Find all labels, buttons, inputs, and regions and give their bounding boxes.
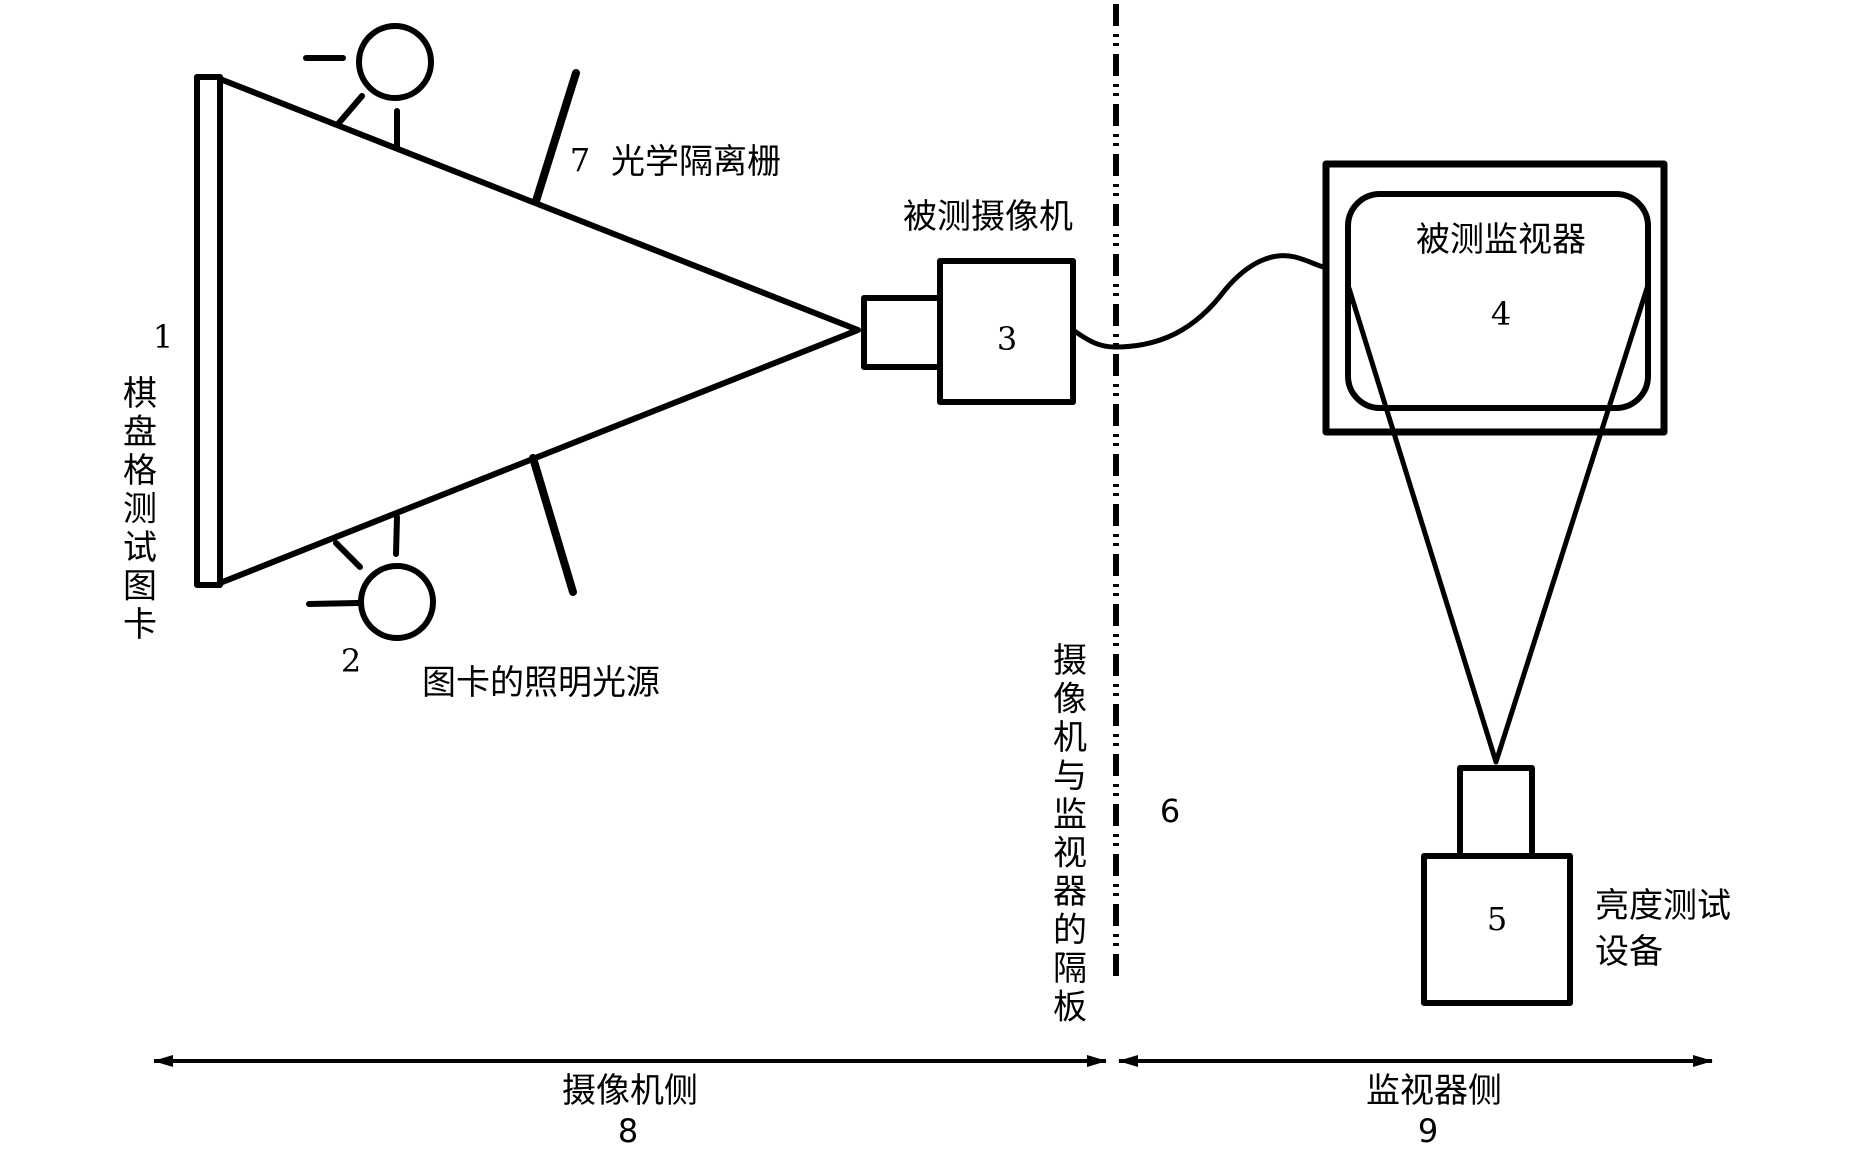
vertical-label-char: 格 <box>123 451 157 491</box>
camera-side-number: 8 <box>618 1112 638 1150</box>
vertical-label-char: 板 <box>1053 988 1087 1028</box>
vertical-label-char: 监 <box>1053 795 1087 835</box>
vertical-label-char: 视 <box>1053 834 1087 874</box>
camera-lens <box>861 295 943 370</box>
vertical-label-char: 测 <box>123 490 157 530</box>
vertical-label-char: 图 <box>123 567 157 607</box>
luminance-device-label-line2: 设备 <box>1595 932 1663 972</box>
monitor-screen <box>1345 191 1651 411</box>
camera-under-test <box>861 258 1076 405</box>
optical-barrier-number: 7 <box>570 141 590 179</box>
camera-number: 3 <box>997 320 1017 358</box>
vertical-label-char: 试 <box>123 528 157 568</box>
video-cable <box>1070 253 1327 350</box>
monitor-number: 4 <box>1491 295 1511 333</box>
vertical-label-char: 棋 <box>123 374 157 414</box>
test-chart-number: 1 <box>153 318 173 356</box>
luminance-device-label-line1: 亮度测试 <box>1595 886 1731 926</box>
optical-barrier-label: 光学隔离栅 <box>611 142 781 182</box>
luminance-measurement-field <box>1345 282 1651 765</box>
camera-side-label: 摄像机侧 <box>562 1071 698 1111</box>
vertical-label-char: 卡 <box>123 605 157 645</box>
camera-field-of-view <box>217 76 861 586</box>
optical-barrier <box>529 69 580 596</box>
monitor-label: 被测监视器 <box>1416 220 1586 260</box>
vertical-label-char: 与 <box>1053 757 1087 797</box>
vertical-label-char: 的 <box>1053 911 1087 951</box>
monitor-side-number: 9 <box>1418 1112 1438 1150</box>
camera-label: 被测摄像机 <box>903 197 1073 237</box>
luminance-test-device <box>1421 765 1573 1006</box>
vertical-label-char: 隔 <box>1053 949 1087 989</box>
light-source-label: 图卡的照明光源 <box>422 663 660 703</box>
lower-light-source-icon <box>306 514 436 641</box>
monitor-under-test <box>1322 160 1668 436</box>
vertical-label-char: 器 <box>1053 872 1087 912</box>
luminance-body <box>1421 853 1573 1006</box>
vertical-label-char: 机 <box>1053 718 1087 758</box>
upper-light-source-icon <box>303 23 434 151</box>
light-source-number: 2 <box>341 642 361 680</box>
test-chart-label: 棋盘格测试图卡 <box>123 374 157 645</box>
monitor-housing <box>1322 160 1668 436</box>
luminance-lens <box>1457 765 1535 859</box>
luminance-device-number: 5 <box>1487 900 1507 938</box>
vertical-label-char: 摄 <box>1053 641 1087 681</box>
vertical-label-char: 盘 <box>123 413 157 453</box>
monitor-side-label: 监视器侧 <box>1366 1071 1502 1111</box>
vertical-label-char: 像 <box>1053 680 1087 720</box>
partition-label: 摄像机与监视器的隔板 <box>1053 641 1087 1028</box>
partition-number: 6 <box>1160 792 1180 830</box>
test-chart-board <box>194 74 223 588</box>
